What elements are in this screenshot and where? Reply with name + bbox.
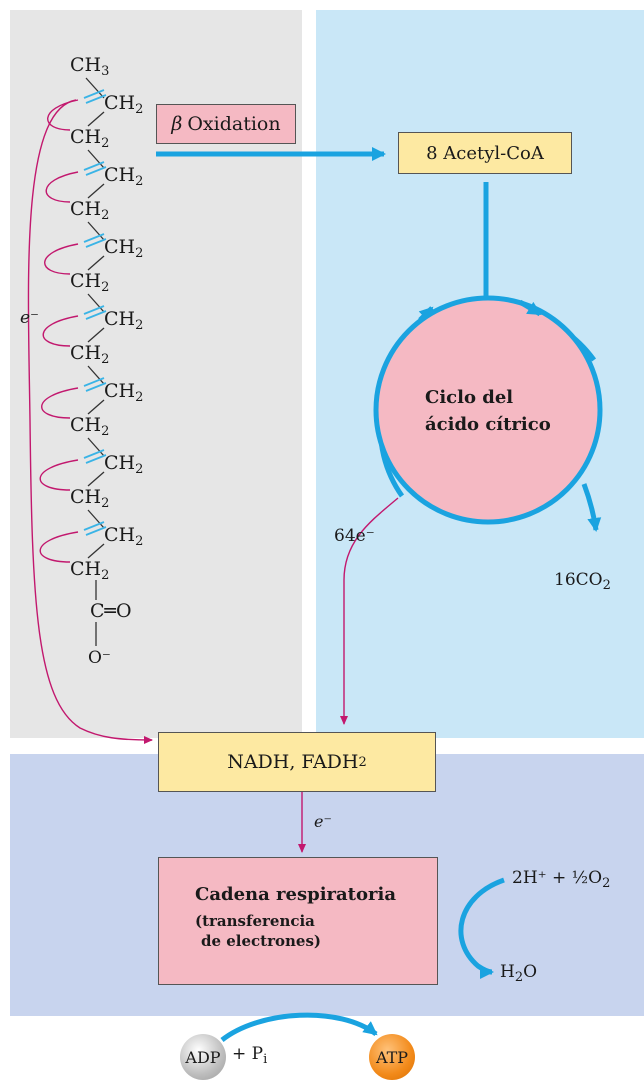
ch2-group: CH2: [104, 524, 144, 549]
ch2-group: CH2: [70, 342, 110, 367]
beta-oxidation-box: β Oxidation: [156, 104, 296, 144]
adp-node: ADP: [180, 1034, 226, 1080]
co2-label: 16CO2: [554, 570, 611, 593]
cleavage-marks: [83, 89, 107, 536]
hydrogen-oxygen-label: 2H⁺ + ½O2: [512, 868, 611, 891]
cadena-line3: de electrones): [201, 932, 321, 950]
atp-label: ATP: [375, 1047, 409, 1067]
phosphate-label: + Pi: [232, 1044, 268, 1067]
ch2-group: CH2: [104, 164, 144, 189]
ch2-group: CH2: [104, 380, 144, 405]
ch3-group: CH3: [70, 54, 110, 79]
electron-label: e⁻: [20, 308, 40, 328]
cadena-line2: (transferencia: [195, 912, 315, 930]
acetyl-coa-box: 8 Acetyl-CoA: [398, 132, 572, 174]
ch2-group: CH2: [104, 92, 144, 117]
ciclo-line2: ácido cítrico: [425, 414, 551, 435]
adp-label: ADP: [185, 1047, 221, 1067]
nadh-label: NADH, FADH: [227, 751, 359, 773]
ch2-group: CH2: [70, 414, 110, 439]
carbonyl-group: C═O: [90, 600, 132, 622]
beta-symbol: β: [171, 113, 183, 135]
ch2-group: CH2: [104, 236, 144, 261]
ch2-group: CH2: [70, 198, 110, 223]
cadena-title: Cadena respiratoria: [195, 884, 396, 905]
respiratory-chain-box: Cadena respiratoria (transferencia de el…: [158, 857, 438, 985]
water-label: H2O: [500, 962, 538, 985]
ch2-group: CH2: [70, 270, 110, 295]
electrons-64-label: 64e⁻: [334, 526, 375, 546]
ch2-group: CH2: [70, 558, 110, 583]
beta-oxidation-label: Oxidation: [187, 113, 281, 135]
ch2-group: CH2: [70, 126, 110, 151]
electron-arcs: [27, 99, 399, 853]
ch2-group: CH2: [104, 452, 144, 477]
citric-acid-cycle-label: Ciclo del ácido cítrico: [425, 384, 551, 438]
ch2-group: CH2: [104, 308, 144, 333]
chain-bonds: [85, 77, 105, 646]
ciclo-line1: Ciclo del: [425, 387, 514, 408]
electron-mid-label: e⁻: [314, 812, 332, 831]
acetyl-coa-label: 8 Acetyl-CoA: [426, 142, 544, 164]
ch2-group: CH2: [70, 486, 110, 511]
citric-acid-cycle-circle: [373, 295, 603, 525]
atp-node: ATP: [369, 1034, 415, 1080]
carboxylate-oxygen: O⁻: [88, 648, 111, 668]
